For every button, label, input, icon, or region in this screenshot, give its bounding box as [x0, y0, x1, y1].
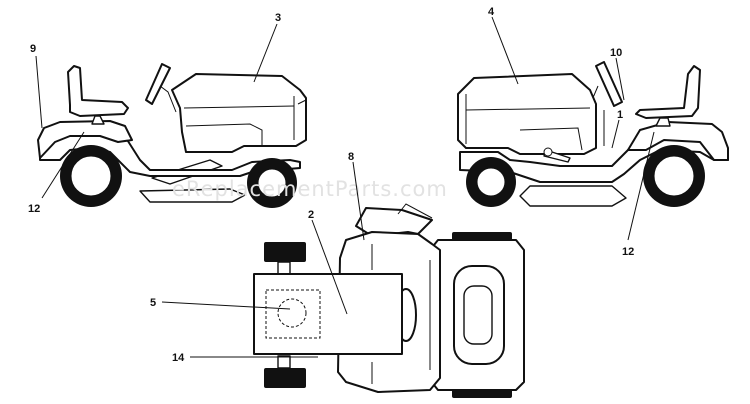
callout-10: 10	[610, 47, 622, 59]
callout-4: 4	[488, 6, 495, 18]
mower-deck-right	[519, 185, 627, 207]
rear-wheel-right	[643, 145, 705, 207]
front-wheel-left	[247, 158, 297, 208]
front-wheel-right	[466, 157, 516, 207]
callout-2: 2	[308, 209, 314, 221]
front-tire-bottom	[264, 368, 306, 388]
callout-3: 3	[275, 12, 281, 24]
mower-deck-left	[139, 188, 246, 203]
right-side-view	[457, 61, 729, 207]
callout-5: 5	[150, 297, 156, 309]
hood-left	[171, 73, 307, 153]
hood-top	[253, 273, 403, 355]
seat-left	[67, 65, 129, 117]
steering-wheel-left	[145, 63, 171, 105]
callout-12-left: 12	[28, 203, 40, 215]
decal-area-top	[265, 289, 321, 339]
front-tire-top	[264, 242, 306, 262]
watermark: eReplacementParts.com	[172, 177, 448, 201]
seat-post-left	[91, 115, 105, 125]
seat-right	[635, 65, 701, 119]
hood-right	[457, 73, 597, 155]
rear-fender-left	[37, 120, 133, 159]
steering-wheel-right	[595, 61, 623, 107]
seat-post-right	[655, 117, 671, 127]
callout-lines	[35, 16, 655, 358]
callout-14: 14	[172, 352, 185, 364]
callout-9: 9	[30, 43, 36, 55]
callout-12-right: 12	[622, 246, 634, 258]
callout-8: 8	[348, 151, 354, 163]
top-view	[253, 203, 525, 398]
rear-wheel-left	[60, 145, 122, 207]
left-side-view	[37, 63, 307, 208]
callout-1: 1	[617, 109, 623, 121]
